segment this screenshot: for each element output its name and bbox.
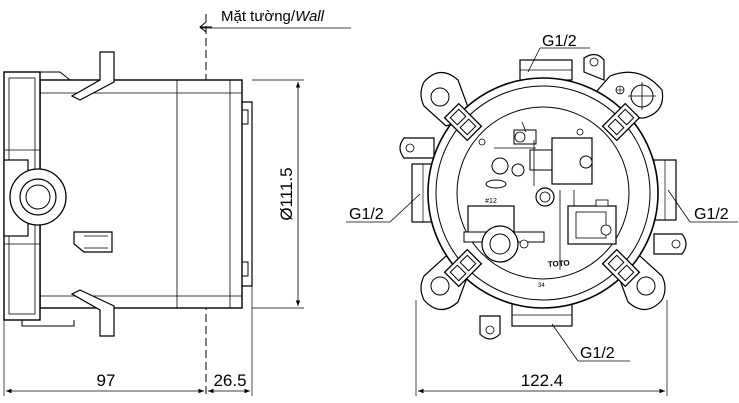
wall-arrow	[199, 21, 212, 33]
flow-valve	[559, 190, 617, 270]
port-right-leader	[667, 189, 691, 223]
width-label: 122.4	[521, 371, 564, 390]
side-view: Mặt tường/Wall	[3, 8, 351, 396]
bottom-clip-detail	[21, 320, 75, 327]
bottom-clip	[70, 289, 115, 337]
side-tab-left	[399, 137, 435, 159]
depth-main-label: 97	[97, 371, 116, 390]
wall-label: Mặt tường/Wall	[221, 8, 325, 25]
mid-clip	[73, 231, 113, 253]
port-left-label: G1/2	[349, 206, 384, 223]
body-step-notch	[242, 109, 249, 125]
depth-wall-label: 26.5	[213, 371, 246, 390]
thermostat-mechanism	[478, 121, 593, 208]
bottom-tab	[479, 315, 501, 340]
side-inlet-port	[3, 159, 67, 237]
screw-boss-top-right	[601, 102, 641, 142]
screw-boss-bottom-left	[443, 248, 483, 288]
port-right-label: G1/2	[694, 206, 729, 223]
small-label: 34	[538, 283, 545, 289]
side-tab-right	[653, 233, 687, 255]
port-bottom-leader	[551, 323, 579, 362]
mid-clip	[84, 235, 108, 249]
screw-boss-bottom-right	[601, 248, 641, 288]
port-top-leader	[527, 47, 541, 73]
top-tab	[583, 53, 605, 81]
port-top-label: G1/2	[542, 33, 577, 50]
body-step-notch	[242, 261, 249, 277]
brand-mark: TOTO	[548, 258, 571, 269]
port-left-leader	[389, 193, 421, 223]
top-clip	[70, 51, 115, 101]
cartridge: #12	[463, 198, 545, 263]
front-view: #12 TOTO 34 G1/2 G1/2 G1/2 G1/2	[346, 33, 738, 396]
port-bottom-label: G1/2	[580, 345, 615, 362]
screw-boss-top-left	[443, 102, 483, 142]
diameter-label: Ø111.5	[277, 167, 296, 220]
top-clip-detail	[39, 71, 71, 81]
body-step	[242, 101, 253, 287]
cartridge-label: #12	[485, 198, 497, 205]
body-outline	[39, 79, 243, 309]
